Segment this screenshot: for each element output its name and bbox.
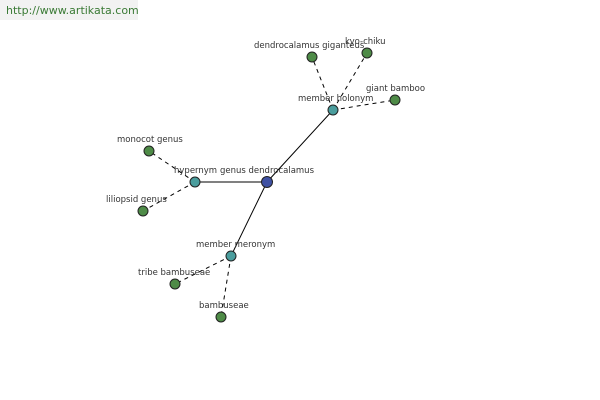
edges-layer <box>142 52 396 318</box>
node-meronym[interactable] <box>225 250 237 262</box>
node-bambuseae[interactable] <box>215 311 227 323</box>
edge-meronym-bambuseae <box>220 255 232 318</box>
node-label-tribe[interactable]: tribe bambuseae <box>138 268 210 278</box>
node-label-meronym[interactable]: member meronym <box>196 240 275 250</box>
nodes-layer <box>137 47 401 323</box>
node-genus[interactable] <box>261 176 273 188</box>
node-label-giantbamboo[interactable]: giant bamboo <box>366 84 425 94</box>
node-giganteus[interactable] <box>306 51 318 63</box>
node-holonym[interactable] <box>327 104 339 116</box>
node-label-holonym[interactable]: member holonym <box>298 94 373 104</box>
node-giantbamboo[interactable] <box>389 94 401 106</box>
edge-genus-meronym <box>230 181 268 257</box>
node-label-hypernym[interactable]: hypernym <box>174 166 217 176</box>
node-label-giganteus[interactable]: dendrocalamus giganteus <box>254 41 365 51</box>
edge-genus-holonym <box>266 109 334 183</box>
edge-holonym-giantbamboo <box>332 99 396 111</box>
node-label-kyochiku[interactable]: kyo-chiku <box>345 37 386 47</box>
labels-layer: genus dendrocalamus member holonym hyperny… <box>106 37 425 311</box>
edge-holonym-kyochiku <box>332 52 368 111</box>
node-kyochiku[interactable] <box>361 47 373 59</box>
node-liliopsid[interactable] <box>137 205 149 217</box>
url-banner: http://www.artikata.com <box>0 0 139 20</box>
edge-hypernym-monocot <box>148 150 196 183</box>
edge-hypernym-liliopsid <box>142 181 196 212</box>
edge-meronym-tribe <box>174 255 232 285</box>
node-label-monocot[interactable]: monocot genus <box>117 135 183 145</box>
node-monocot[interactable] <box>143 145 155 157</box>
url-link[interactable]: http://www.artikata.com <box>6 4 139 17</box>
node-label-liliopsid[interactable]: liliopsid genus <box>106 195 167 205</box>
node-hypernym[interactable] <box>189 176 201 188</box>
node-tribe[interactable] <box>169 278 181 290</box>
edge-holonym-giganteus <box>311 56 334 111</box>
node-label-genus[interactable]: genus dendrocalamus <box>220 166 315 176</box>
node-label-bambuseae[interactable]: bambuseae <box>199 301 249 311</box>
